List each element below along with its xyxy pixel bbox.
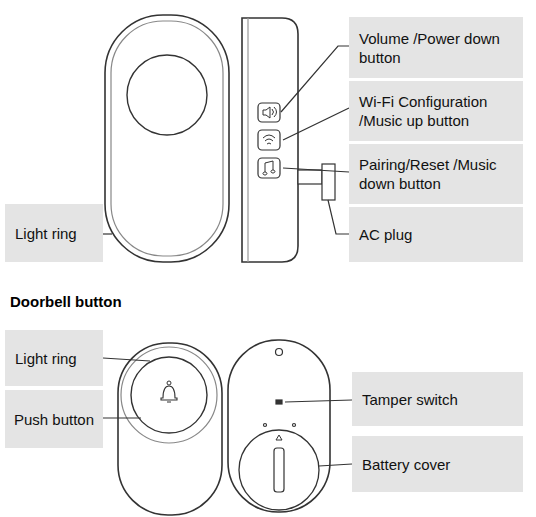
text-group: Volume /Power down button xyxy=(359,29,513,67)
callout-label: Volume /Power down button xyxy=(359,29,513,67)
chime-side xyxy=(242,18,298,262)
wifi-icon xyxy=(263,135,275,144)
text-group: Tamper switch xyxy=(362,390,458,409)
callout-box: Tamper switch xyxy=(352,372,523,426)
arrow-mark xyxy=(276,435,282,440)
callout-box: Battery cover xyxy=(352,436,523,492)
callout-box: Push button xyxy=(5,390,103,448)
music-icon xyxy=(263,161,275,175)
button-front xyxy=(118,343,222,515)
leader-line xyxy=(283,108,349,140)
leader-line xyxy=(103,233,112,234)
chime-front xyxy=(105,15,229,262)
push-button-shape xyxy=(131,357,207,433)
tamper-switch xyxy=(276,400,282,404)
callout-label: Wi-Fi Configuration /Music up button xyxy=(359,92,513,130)
callout-box: Light ring xyxy=(5,330,103,386)
side-seam xyxy=(247,18,248,262)
speaker-circle xyxy=(127,55,207,135)
cover-slot xyxy=(274,448,284,492)
volume-key xyxy=(258,103,280,122)
callout-label: Light ring xyxy=(15,349,77,368)
bell-icon xyxy=(167,381,171,385)
text-group: Battery cover xyxy=(362,455,450,474)
callout-label: Battery cover xyxy=(362,455,450,474)
light-ring-shape xyxy=(111,21,223,256)
leader-line xyxy=(103,417,141,418)
leader-line xyxy=(319,464,352,466)
leader-line xyxy=(283,168,349,172)
callout-label: Pairing/Reset /Music down button xyxy=(359,155,513,193)
bell-icon xyxy=(161,386,177,402)
callout-box: Pairing/Reset /Music down button xyxy=(349,144,523,204)
text-group: Push button xyxy=(14,410,94,429)
plug-base xyxy=(298,170,322,184)
text-group: Wi-Fi Configuration /Music up button xyxy=(359,92,513,130)
music-key xyxy=(258,158,280,178)
button-back xyxy=(228,340,330,512)
light-ring-shape xyxy=(121,347,217,443)
dot xyxy=(293,424,296,427)
text-group: AC plug xyxy=(359,225,412,244)
callout-label: Tamper switch xyxy=(362,390,458,409)
mount-hole xyxy=(276,349,283,356)
battery-cover xyxy=(239,430,319,510)
callout-label: Light ring xyxy=(15,224,77,243)
text-group: Pairing/Reset /Music down button xyxy=(359,155,513,193)
callout-box: Light ring xyxy=(5,204,103,262)
leader-line xyxy=(281,46,349,112)
section-heading: Doorbell button xyxy=(10,293,122,310)
wifi-key xyxy=(258,130,280,150)
ac-plug xyxy=(322,164,335,200)
callout-box: Wi-Fi Configuration /Music up button xyxy=(349,81,523,141)
callout-box: AC plug xyxy=(349,207,523,262)
text-group: Light ring xyxy=(15,349,77,368)
leader-line xyxy=(328,200,349,234)
callout-box: Volume /Power down button xyxy=(349,17,523,78)
text-group: Light ring xyxy=(15,224,77,243)
dot xyxy=(264,424,267,427)
leader-line xyxy=(103,358,150,361)
leader-line xyxy=(285,400,352,402)
callout-label: AC plug xyxy=(359,225,412,244)
volume-icon xyxy=(263,107,277,118)
callout-label: Push button xyxy=(14,410,94,429)
